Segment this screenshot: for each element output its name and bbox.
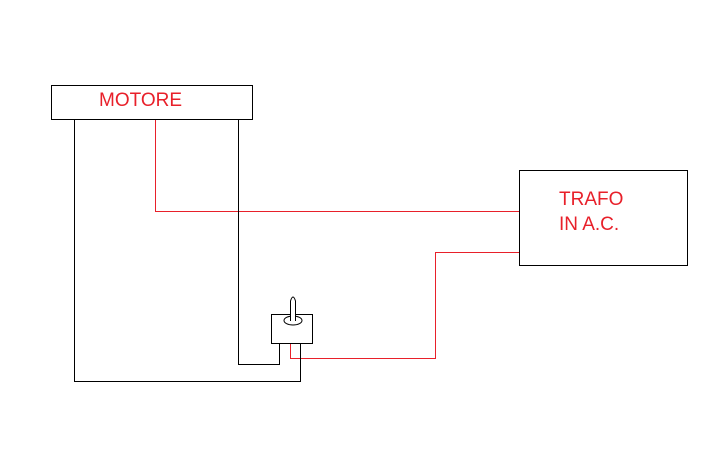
black-wire-motor-inner-to-switch bbox=[238, 120, 280, 365]
motor-label: MOTORE bbox=[99, 90, 182, 111]
transformer-label-line2: IN A.C. bbox=[559, 214, 619, 235]
black-wire-motor-outer-to-switch bbox=[74, 120, 301, 382]
switch-lever bbox=[290, 296, 296, 321]
motor-box bbox=[51, 85, 253, 120]
transformer-label-line1: TRAFO bbox=[559, 189, 623, 210]
red-wire-transformer-to-switch bbox=[290, 252, 519, 359]
transformer-box bbox=[519, 170, 688, 266]
red-wire-motor-to-transformer bbox=[155, 120, 519, 212]
toggle-switch bbox=[271, 296, 313, 344]
